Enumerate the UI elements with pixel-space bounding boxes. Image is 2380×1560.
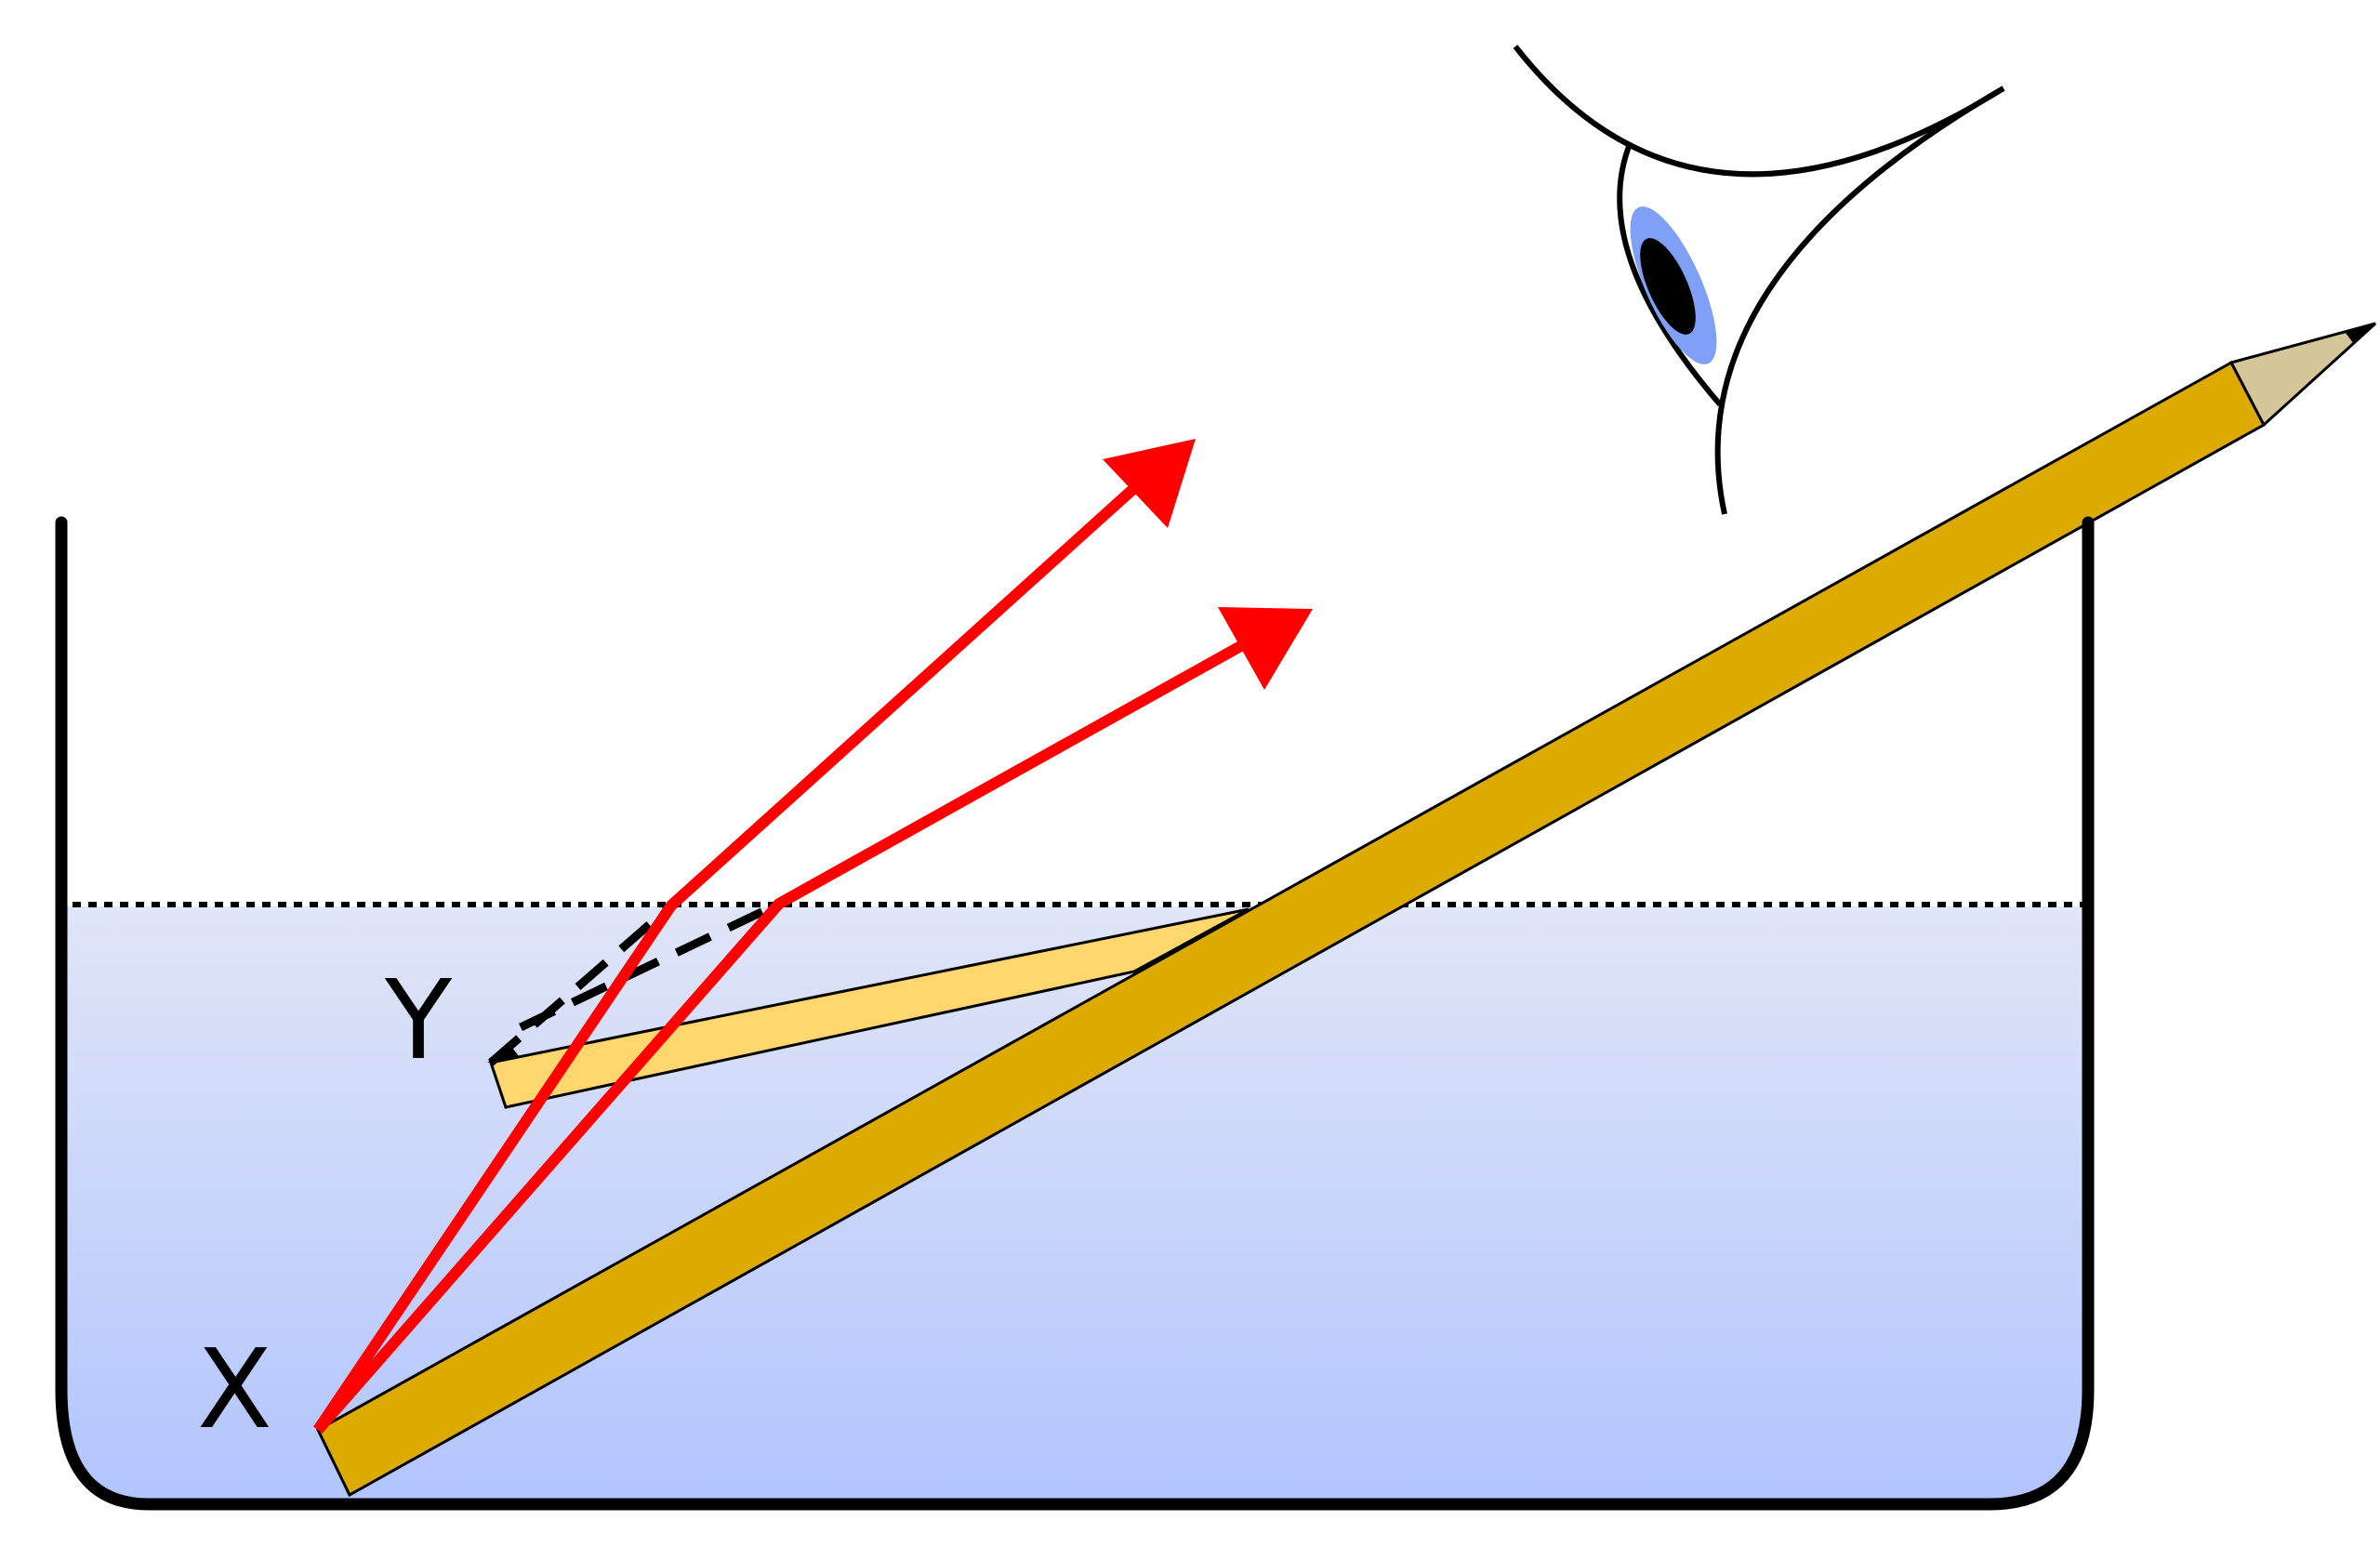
container	[55, 516, 2095, 1511]
light-ray-2	[313, 639, 1247, 1434]
eye-upper-lid	[1513, 45, 2005, 178]
apparent-ray-extension-1	[488, 902, 674, 1066]
light-ray-1	[313, 483, 1139, 1434]
eye-icon	[1513, 45, 2005, 515]
eye-pupil	[1640, 238, 1696, 335]
eye-face-curve	[1714, 86, 2005, 515]
real-pencil-tip	[2228, 322, 2377, 428]
real-pencil-lead	[2345, 324, 2375, 344]
eye-lower-lid	[1617, 142, 1723, 406]
apparent-pencil	[489, 907, 1250, 1109]
light-ray-1-arrowhead	[1103, 439, 1196, 528]
label-x: X	[197, 1325, 272, 1453]
apparent-ray-extension-2	[519, 899, 781, 1032]
light-ray-2-arrowhead	[1218, 607, 1313, 690]
label-y: Y	[384, 956, 453, 1084]
